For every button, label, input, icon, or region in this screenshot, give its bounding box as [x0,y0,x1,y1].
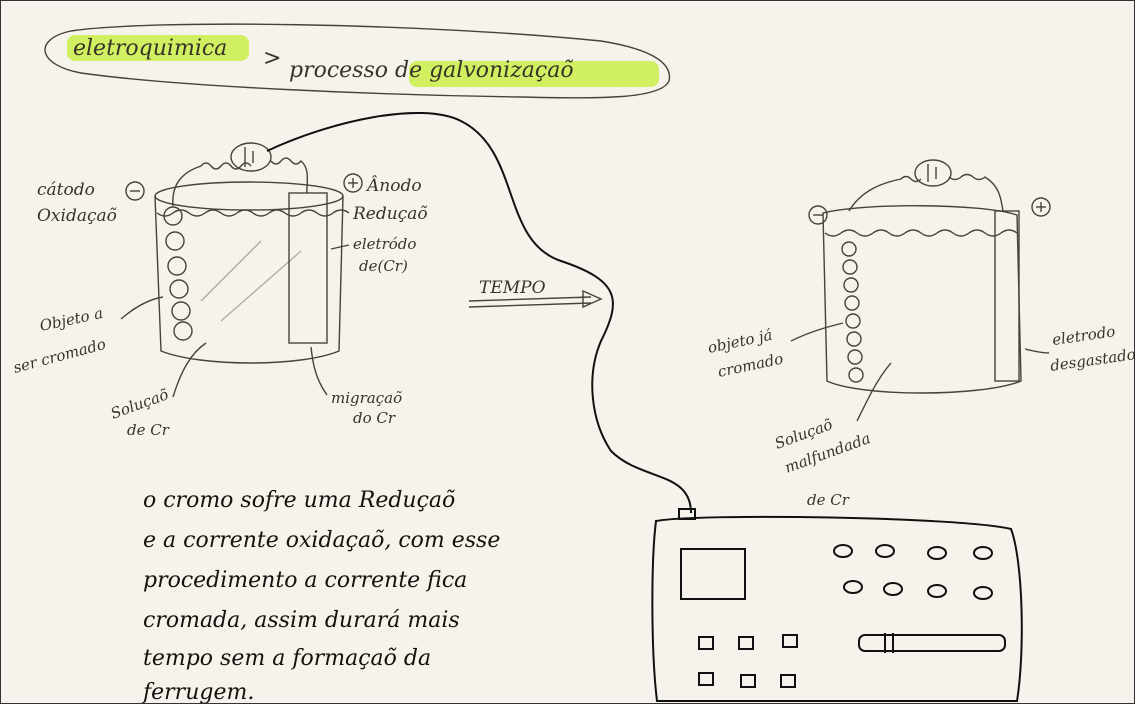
used-solution-label-3: de Cr [807,491,850,509]
time-arrow: TEMPO [468,278,603,309]
machine-knobs [833,544,993,600]
plus-sign-icon [343,173,363,193]
highlight-right [409,61,659,87]
machine-slider [858,633,1006,653]
explanation-line-5: tempo sem a formaçaõ da [143,646,431,671]
battery-icon-before [230,142,272,172]
reduction-label: Reduçaõ [352,204,428,224]
worn-electrode-label-1: eletrodo [1051,322,1116,349]
solution-label-1: Soluçaõ [108,385,171,422]
oxidation-label: Oxidaçaõ [37,206,117,226]
explanation-line-6: ferrugem. [141,680,254,703]
chromed-object-label-2: cromado [716,349,785,380]
cell-before: cátodo Oxidaçaõ Ânodo Reduçaõ eletródo d… [11,142,428,439]
title-arrow-glyph: > [263,46,281,71]
highlight-left [67,35,249,61]
battery-icon-after [914,159,952,187]
explanation-line-1: o cromo sofre uma Reduçaõ [143,488,455,513]
machine-buttons [698,634,798,688]
migration-label-2: do Cr [353,409,396,427]
power-supply-machine [651,508,1023,702]
anode-label: Ânodo [365,175,422,196]
minus-sign-after-icon [808,205,828,225]
explanation-line-3: procedimento a corrente fica [143,568,467,593]
time-arrow-label: TEMPO [479,278,546,298]
solution-label-2: de Cr [127,421,170,439]
explanation-line-4: cromada, assim durará mais [143,608,460,633]
worn-electrode-label-2: desgastado [1049,345,1134,375]
migration-label-1: migraçaõ [331,389,402,407]
minus-sign-icon [125,181,145,201]
title-right: processo de galvonizaçaõ [289,58,574,83]
object-to-chrome [163,206,193,341]
object-label-2: ser cromado [11,335,107,377]
chromed-object [841,241,864,383]
cr-electrode [288,192,328,344]
electrode-label-2: de(Cr) [359,257,408,275]
title-left: eletroquimica [73,36,227,61]
plus-sign-after-icon [1031,197,1051,217]
title-bubble: eletroquimica > processo de galvonizaçaõ [44,23,671,99]
worn-electrode [994,210,1020,382]
electrode-label-1: eletródo [353,235,416,253]
cathode-label: cátodo [37,180,95,200]
power-cable [266,111,692,514]
explanation-line-2: e a corrente oxidaçaõ, com esse [143,528,500,553]
cell-after: objeto já cromado eletrodo desgastado So… [706,159,1134,509]
object-label-1: Objeto a [38,304,105,335]
explanation-text: o cromo sofre uma Reduçaõ e a corrente o… [141,488,500,703]
machine-screen [680,548,746,600]
